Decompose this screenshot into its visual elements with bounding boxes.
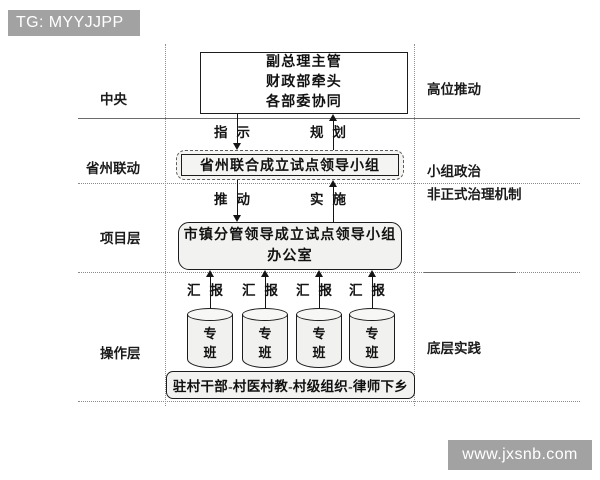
tier-label-operation: 操作层 <box>100 346 141 361</box>
arrow-label-report-2: 汇报 <box>242 283 278 298</box>
cylinder-top-ellipse <box>349 308 395 321</box>
arrow-instruct-head <box>232 143 241 150</box>
arrow-plan-head <box>328 114 337 121</box>
right-label-informal-governance: 非正式治理机制 <box>427 187 522 202</box>
tier-divider-operation <box>78 401 580 402</box>
arrow-label-plan: 规划 <box>310 125 346 140</box>
arrow-label-instruct: 指示 <box>214 125 250 140</box>
cylinder-body <box>242 314 288 368</box>
right-label-group-politics: 小组政治 <box>427 164 481 179</box>
node-team-4-label: 专 班 <box>365 326 379 360</box>
arrow-report-1-shaft <box>210 276 211 311</box>
node-team-3: 专 班 <box>296 308 342 370</box>
arrow-label-report-4: 汇报 <box>349 283 385 298</box>
tier-label-central: 中央 <box>100 92 127 107</box>
node-village-practice: 驻村干部-村医村教-村级组织-律师下乡 <box>166 371 415 399</box>
arrow-report-2-shaft <box>265 276 266 311</box>
arrow-implement-shaft <box>333 186 334 222</box>
node-central-line-3: 各部委协同 <box>266 95 342 110</box>
arrow-instruct-shaft <box>237 114 238 144</box>
node-team-1-label: 专 班 <box>203 326 217 360</box>
right-label-high-level-push: 高位推动 <box>427 82 481 97</box>
watermark-bottom-url: www.jxsnb.com <box>448 440 592 470</box>
node-team-2: 专 班 <box>242 308 288 370</box>
node-central-line-1: 副总理主管 <box>266 55 342 70</box>
arrow-report-3-head <box>314 270 323 277</box>
node-project-line-1: 市镇分管领导成立试点领导小组 <box>183 228 397 243</box>
arrow-label-report-3: 汇报 <box>296 283 332 298</box>
tier-label-province: 省州联动 <box>86 161 140 176</box>
node-province-pilot-group: 省州联合成立试点领导小组 <box>181 154 399 176</box>
arrow-label-implement: 实施 <box>310 192 346 207</box>
arrow-promote-head <box>232 215 241 222</box>
arrow-report-4-head <box>367 270 376 277</box>
arrow-report-4-shaft <box>372 276 373 311</box>
column-divider-right <box>414 44 415 406</box>
node-central-leadership: 副总理主管 财政部牵头 各部委协同 <box>200 52 408 114</box>
right-label-grassroots-practice: 底层实践 <box>427 341 481 356</box>
arrow-implement-head <box>328 180 337 187</box>
watermark-top: TG: MYYJJPP <box>8 10 140 36</box>
arrow-plan-shaft <box>333 120 334 150</box>
cylinder-top-ellipse <box>242 308 288 321</box>
arrow-report-2-head <box>260 270 269 277</box>
node-team-3-label: 专 班 <box>312 326 326 360</box>
tier-label-project: 项目层 <box>100 231 141 246</box>
cylinder-body <box>187 314 233 368</box>
arrow-label-report-1: 汇报 <box>187 283 223 298</box>
node-project-line-2: 办公室 <box>267 249 313 264</box>
right-label-rule-top <box>424 118 516 119</box>
node-team-2-label: 专 班 <box>258 326 272 360</box>
node-project-office: 市镇分管领导成立试点领导小组 办公室 <box>178 222 402 270</box>
cylinder-body <box>349 314 395 368</box>
arrow-promote-shaft <box>237 180 238 217</box>
column-divider-left <box>165 44 166 406</box>
tier-divider-project <box>78 272 580 273</box>
node-central-line-2: 财政部牵头 <box>266 75 342 90</box>
node-team-1: 专 班 <box>187 308 233 370</box>
cylinder-top-ellipse <box>187 308 233 321</box>
right-label-rule-mid <box>424 272 516 273</box>
node-team-4: 专 班 <box>349 308 395 370</box>
cylinder-top-ellipse <box>296 308 342 321</box>
cylinder-body <box>296 314 342 368</box>
arrow-label-promote: 推动 <box>214 192 250 207</box>
arrow-report-3-shaft <box>319 276 320 311</box>
arrow-report-1-head <box>205 270 214 277</box>
